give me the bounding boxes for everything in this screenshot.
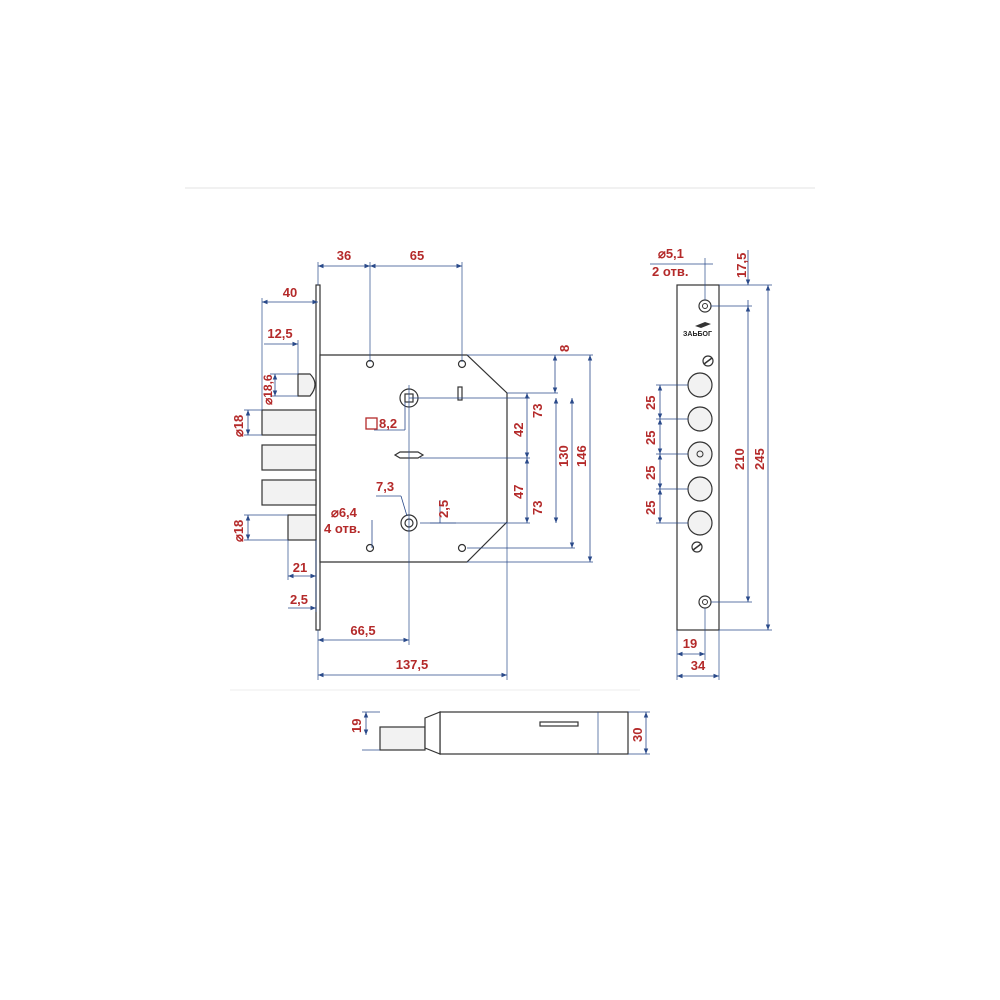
bolt-hole-3 xyxy=(687,441,713,467)
square-symbol xyxy=(365,417,378,430)
lock-body-view xyxy=(244,262,593,680)
mount-hole-4 xyxy=(457,543,467,553)
dim-42: 42 xyxy=(511,423,526,437)
bolt-hole-4 xyxy=(687,476,713,502)
dim-66-5: 66,5 xyxy=(350,623,375,638)
dim-bolt-19: 19 xyxy=(349,719,364,733)
dim-12-5: 12,5 xyxy=(267,326,292,341)
dim-2-5-mid: 2,5 xyxy=(436,500,451,518)
bolt-hole-2 xyxy=(687,406,713,432)
dim-8-2: 8,2 xyxy=(379,416,397,431)
lock-slot xyxy=(457,386,463,401)
main-dimension-lines xyxy=(245,263,593,678)
dim-137-5: 137,5 xyxy=(396,657,429,672)
dim-36: 36 xyxy=(337,248,351,263)
dim-25-c: 25 xyxy=(643,466,658,480)
bolt-shaft xyxy=(379,726,426,751)
deadbolt-4 xyxy=(287,514,317,541)
dim-2-holes: 2 отв. xyxy=(652,264,688,279)
dim-73-bottom: 73 xyxy=(530,501,545,515)
dim-34: 34 xyxy=(691,658,706,673)
dim-17-5: 17,5 xyxy=(734,253,749,278)
dim-25-a: 25 xyxy=(643,396,658,410)
faceplate-dimension-labels: ⌀5,1 2 отв. 17,5 25 25 25 25 210 245 19 … xyxy=(643,246,767,673)
dim-146: 146 xyxy=(574,445,589,467)
latch-bolt xyxy=(297,373,316,397)
dim-47: 47 xyxy=(511,485,526,499)
dim-2-5-bottom: 2,5 xyxy=(290,592,308,607)
dim-25-b: 25 xyxy=(643,431,658,445)
svg-text:ЗАЬБОГ: ЗАЬБОГ xyxy=(683,331,712,338)
dim-dia-18-top: ⌀18 xyxy=(231,415,246,437)
dim-40: 40 xyxy=(283,285,297,300)
dim-245: 245 xyxy=(752,448,767,470)
dim-dia-6-4: ⌀6,4 xyxy=(331,505,358,520)
bolt-head xyxy=(424,711,441,755)
dim-130: 130 xyxy=(556,445,571,467)
faceplate-dimension-lines xyxy=(650,250,771,679)
bolt-slot xyxy=(539,721,579,727)
dim-dia-5-1: ⌀5,1 xyxy=(658,246,684,261)
dim-65: 65 xyxy=(410,248,424,263)
dim-25-d: 25 xyxy=(643,501,658,515)
faceplate-view: ЗАЬБОГ xyxy=(656,258,772,680)
bolt-hole-1 xyxy=(687,372,713,398)
dim-210: 210 xyxy=(732,448,747,470)
dim-bolt-30: 30 xyxy=(630,728,645,742)
bolt-hole-5 xyxy=(687,510,713,536)
dim-19: 19 xyxy=(683,636,697,651)
faceplate-hole-bottom xyxy=(698,595,712,609)
faceplate-hole-top xyxy=(698,299,712,313)
mount-hole-3 xyxy=(365,543,375,553)
dim-dia-18-6: ⌀18,6 xyxy=(261,374,275,405)
deadbolt-1 xyxy=(261,409,317,436)
bolt-side-view: 19 30 xyxy=(349,711,650,755)
dim-73-top: 73 xyxy=(530,404,545,418)
dim-4-holes: 4 отв. xyxy=(324,521,360,536)
deadbolt-2 xyxy=(261,444,317,471)
dim-8: 8 xyxy=(557,345,572,352)
bolt-body xyxy=(439,711,629,755)
dim-7-3: 7,3 xyxy=(376,479,394,494)
dim-21: 21 xyxy=(293,560,307,575)
brand-logo: ЗАЬБОГ xyxy=(683,322,712,338)
deadbolt-3 xyxy=(261,479,317,506)
main-dimension-labels: 36 65 40 12,5 ⌀18,6 ⌀18 ⌀18 8,2 7,3 2,5 … xyxy=(231,248,589,672)
dim-dia-18-bottom: ⌀18 xyxy=(231,520,246,542)
